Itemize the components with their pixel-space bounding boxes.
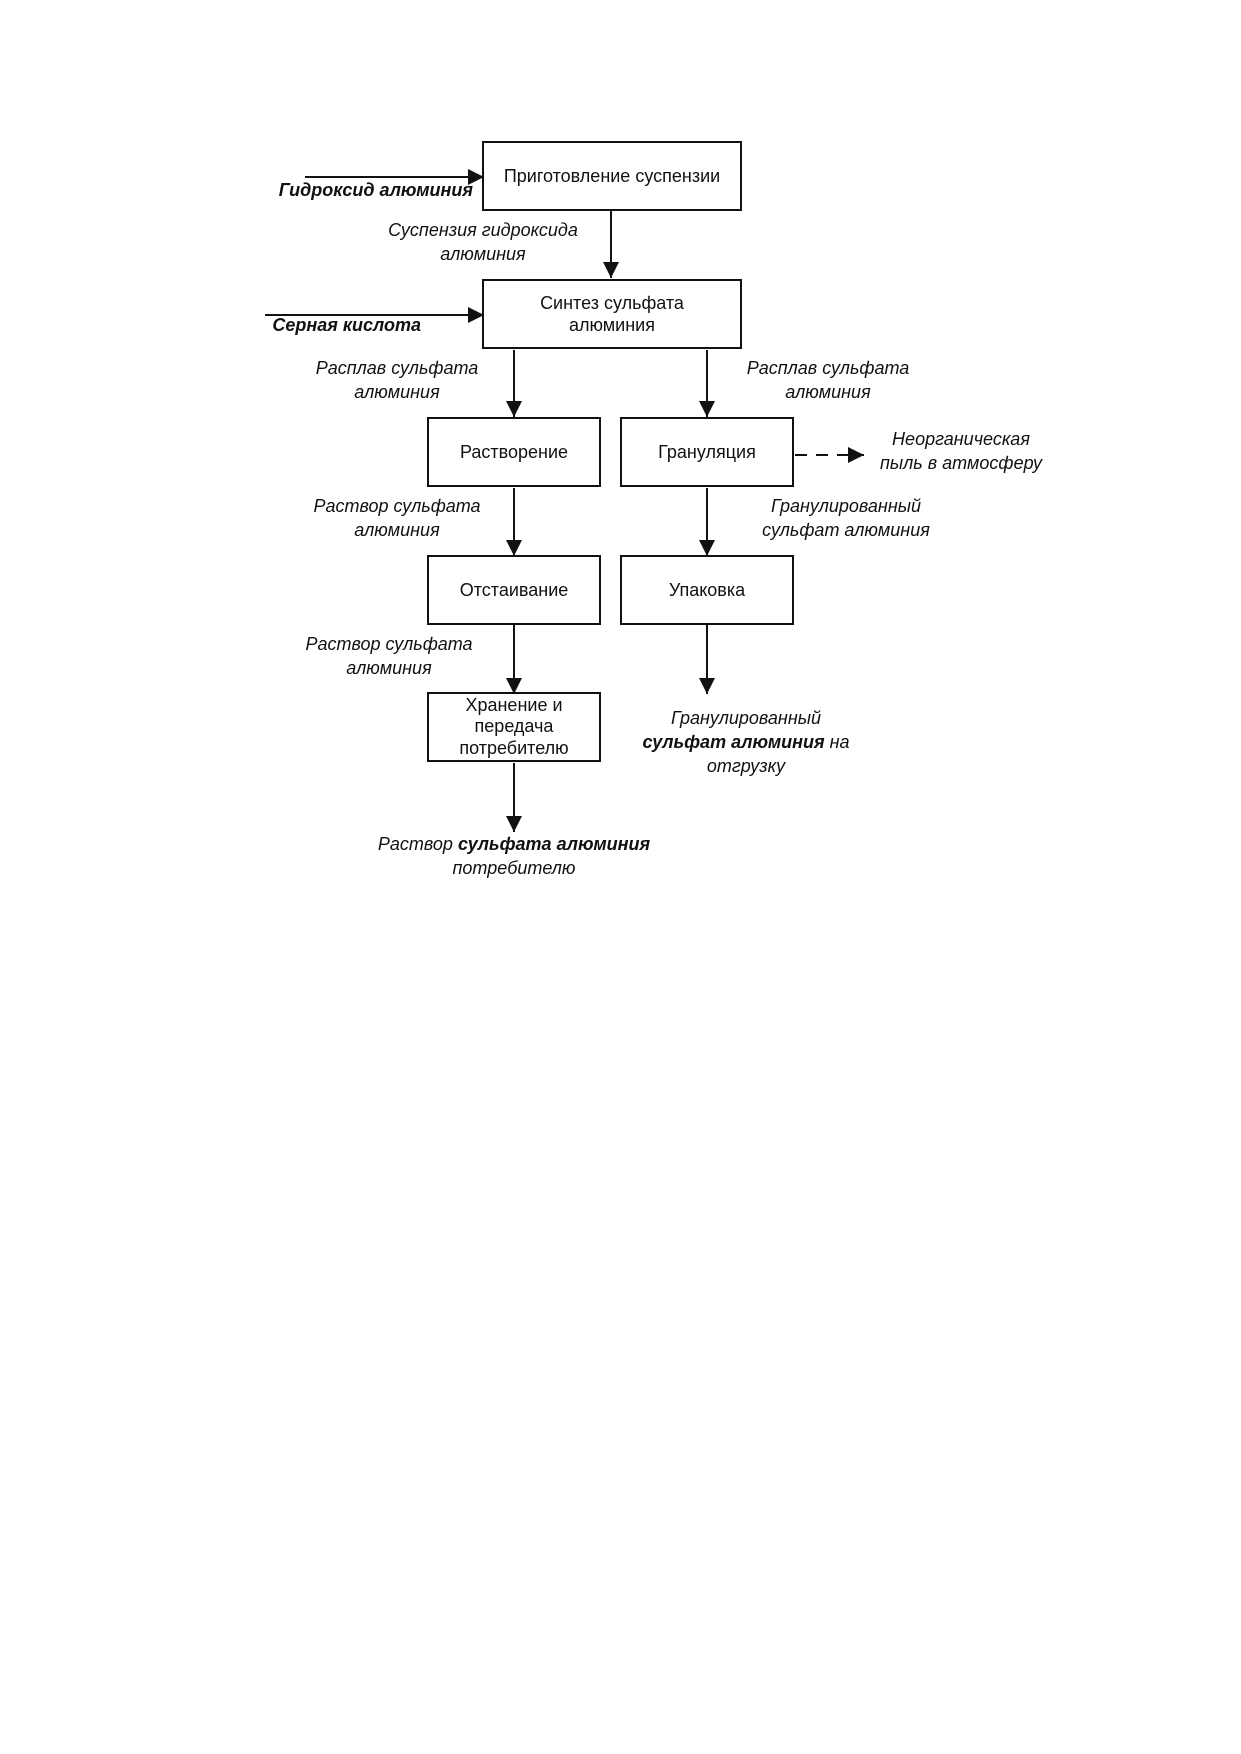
label-granulated-sulfate: Гранулированный сульфат алюминия bbox=[762, 496, 930, 540]
box-dissolution: Растворение bbox=[427, 417, 601, 487]
label-solution-to-consumer-output: Раствор сульфата алюминия потребителю bbox=[377, 834, 651, 878]
box-granulation: Грануляция bbox=[620, 417, 794, 487]
box-storage-transfer-text: Хранение и передача потребителю bbox=[459, 694, 569, 758]
box-dissolution-text: Растворение bbox=[459, 441, 569, 462]
label-solution-after-dissolution: Раствор сульфата алюминия bbox=[313, 496, 481, 540]
box-granulation-text: Грануляция bbox=[658, 441, 756, 462]
box-settling: Отстаивание bbox=[427, 555, 601, 625]
label-melt-left: Расплав сульфата алюминия bbox=[315, 358, 479, 402]
label-solution-after-settling: Раствор сульфата алюминия bbox=[305, 634, 473, 678]
box-suspension-preparation-text: Приготовление суспензии bbox=[503, 165, 721, 186]
box-sulfate-synthesis-text: Синтез сульфата алюминия bbox=[540, 292, 684, 336]
label-inorganic-dust: Неорганическая пыль в атмосферу bbox=[880, 429, 1042, 473]
label-melt-right: Расплав сульфата алюминия bbox=[746, 358, 910, 402]
box-packaging-text: Упаковка bbox=[668, 579, 746, 600]
box-storage-transfer: Хранение и передача потребителю bbox=[427, 692, 601, 762]
box-packaging: Упаковка bbox=[620, 555, 794, 625]
label-aluminium-hydroxide-input: Гидроксид алюминия bbox=[278, 180, 473, 200]
label-granulated-shipment-output: Гранулированный сульфат алюминия на отгр… bbox=[642, 708, 850, 776]
box-sulfate-synthesis: Синтез сульфата алюминия bbox=[482, 279, 742, 349]
label-sulfuric-acid-input: Серная кислота bbox=[272, 315, 421, 335]
box-settling-text: Отстаивание bbox=[459, 579, 569, 600]
label-hydroxide-suspension: Суспензия гидроксида алюминия bbox=[388, 220, 578, 264]
box-suspension-preparation: Приготовление суспензии bbox=[482, 141, 742, 211]
